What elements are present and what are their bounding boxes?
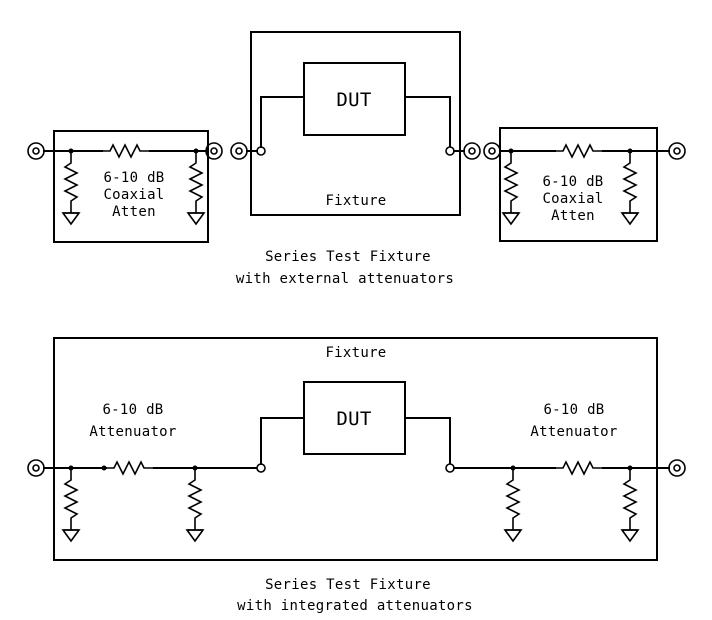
bottom-figure: Fixture 6-10 dB Attenuator DUT <box>27 337 686 614</box>
bottom-left-atten-db-label: 6-10 dB <box>102 402 163 418</box>
right-atten-db-label: 6-10 dB <box>542 174 603 190</box>
left-attenuator-box <box>53 130 209 243</box>
top-caption-line2: with external attenuators <box>236 271 454 287</box>
right-coax-connector-icon <box>668 142 686 160</box>
bottom-left-attenuator-label: Attenuator <box>89 424 176 440</box>
right-shunt-resistor-2-icon <box>621 150 639 225</box>
bottom-left-coax-connector-icon <box>27 459 45 477</box>
bottom-left-shunt-resistor-1-icon <box>62 467 80 542</box>
right-attenuator-box <box>499 127 658 242</box>
fixture-output-connector-icon <box>463 142 481 160</box>
fixture-input-terminal <box>256 146 266 156</box>
bottom-dut-section: DUT <box>256 381 455 473</box>
right-shunt-resistor-1-icon <box>502 150 520 225</box>
left-integrated-attenuator: 6-10 dB Attenuator <box>27 402 257 542</box>
left-coax-connector-icon <box>27 142 45 160</box>
bottom-left-shunt-resistor-2-icon <box>186 467 204 542</box>
left-shunt-resistor-1-icon <box>62 150 80 225</box>
right-integrated-attenuator: 6-10 dB Attenuator <box>453 402 686 542</box>
bottom-right-shunt-resistor-2-icon <box>621 467 639 542</box>
bottom-fixture-label: Fixture <box>325 345 386 361</box>
left-external-attenuator: 6-10 dB Coaxial Atten <box>27 130 223 243</box>
top-dut-box <box>303 62 406 136</box>
fixture-output-terminal <box>445 146 455 156</box>
top-fixture-box <box>250 31 461 216</box>
bottom-right-atten-db-label: 6-10 dB <box>543 402 604 418</box>
top-caption-line1: Series Test Fixture <box>265 249 431 265</box>
left-shunt-resistor-2-icon <box>187 150 205 225</box>
bottom-input-terminal <box>256 463 266 473</box>
left-series-resistor-icon <box>101 144 151 158</box>
top-figure: 6-10 dB Coaxial Atten DUT Fixture <box>27 31 686 287</box>
bottom-left-series-resistor-icon <box>105 461 155 475</box>
right-external-attenuator: 6-10 dB Coaxial Atten <box>483 127 686 242</box>
right-coaxial-label: Coaxial <box>542 191 603 207</box>
bottom-right-series-resistor-icon <box>554 461 604 475</box>
top-dut-label: DUT <box>336 89 371 111</box>
fixture-input-connector-icon <box>230 142 248 160</box>
bottom-fixture-box <box>53 337 658 561</box>
bottom-dut-label: DUT <box>336 408 371 430</box>
left-atten-db-label: 6-10 dB <box>103 170 164 186</box>
bottom-caption-line1: Series Test Fixture <box>265 577 431 593</box>
right-series-resistor-icon <box>554 144 604 158</box>
left-coaxial-label: Coaxial <box>103 187 164 203</box>
top-fixture-label: Fixture <box>325 193 386 209</box>
bottom-right-coax-connector-icon <box>668 459 686 477</box>
left-atten-label: Atten <box>112 204 156 220</box>
right-atten-label: Atten <box>551 208 595 224</box>
bottom-right-attenuator-label: Attenuator <box>530 424 617 440</box>
right-attenuator-input-connector-icon <box>483 142 501 160</box>
bottom-caption-line2: with integrated attenuators <box>237 598 473 614</box>
top-fixture: DUT Fixture <box>230 31 481 216</box>
bottom-right-shunt-resistor-1-icon <box>504 467 522 542</box>
bottom-output-terminal <box>445 463 455 473</box>
